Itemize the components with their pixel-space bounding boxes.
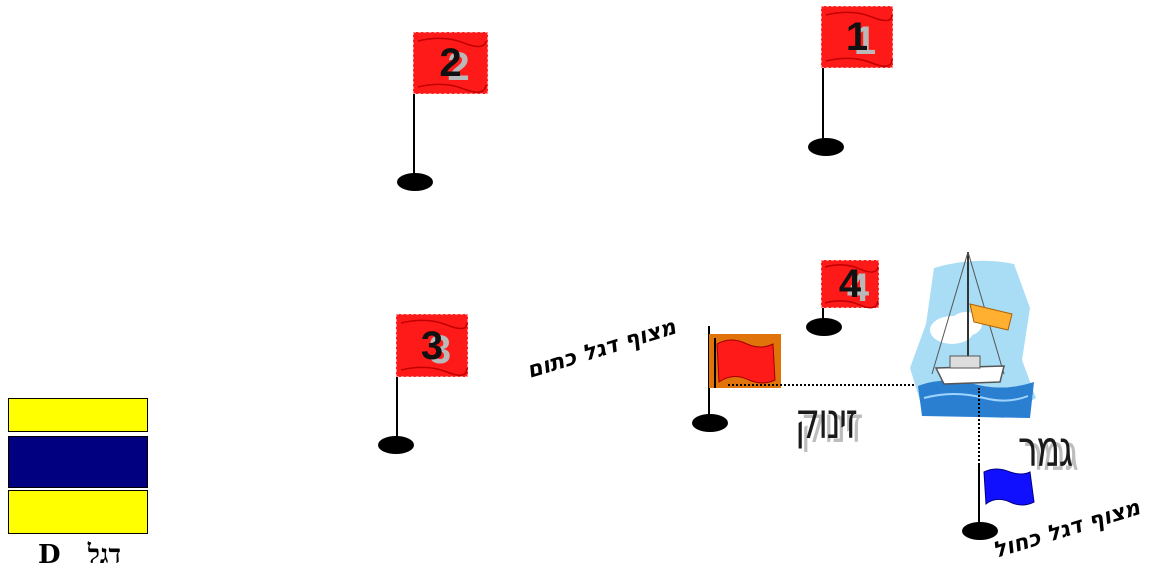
signal-flag-bottom-band bbox=[8, 490, 148, 534]
mark-1-number: 1 bbox=[846, 17, 868, 57]
mark-4-base bbox=[806, 318, 842, 336]
mark-1-flag: 1 bbox=[821, 6, 893, 68]
sailboat-illustration bbox=[904, 248, 1040, 426]
signal-flag-caption: דגל D bbox=[38, 540, 121, 570]
mark-2-number: 2 bbox=[439, 43, 461, 83]
start-flag-observer-label: מצוף דגל כתום bbox=[524, 315, 679, 384]
mark-1-base bbox=[808, 138, 844, 156]
finish-flag-base bbox=[962, 522, 998, 540]
sailboat-icon bbox=[904, 248, 1040, 426]
start-flag bbox=[709, 334, 781, 388]
mark-2-base bbox=[397, 173, 433, 191]
mark-4-flag: 4 bbox=[821, 260, 879, 308]
mark-3-flag: 3 bbox=[396, 314, 468, 377]
mark-4-number: 4 bbox=[839, 264, 861, 304]
mark-3-base bbox=[378, 436, 414, 454]
signal-flag-top-band bbox=[8, 398, 148, 432]
start-word: זינוק bbox=[795, 392, 856, 450]
mark-2-flag: 2 bbox=[413, 32, 488, 94]
waving-flag-icon bbox=[709, 334, 781, 388]
start-flag-base bbox=[692, 414, 728, 432]
signal-flag-middle-band bbox=[8, 436, 148, 488]
signal-flag-caption-hebrew: דגל bbox=[88, 540, 121, 570]
mark-3-number: 3 bbox=[421, 326, 443, 366]
finish-word: גמר bbox=[1018, 420, 1072, 478]
signal-flag-caption-letter: D bbox=[38, 540, 61, 570]
finish-flag-pole bbox=[978, 464, 980, 528]
